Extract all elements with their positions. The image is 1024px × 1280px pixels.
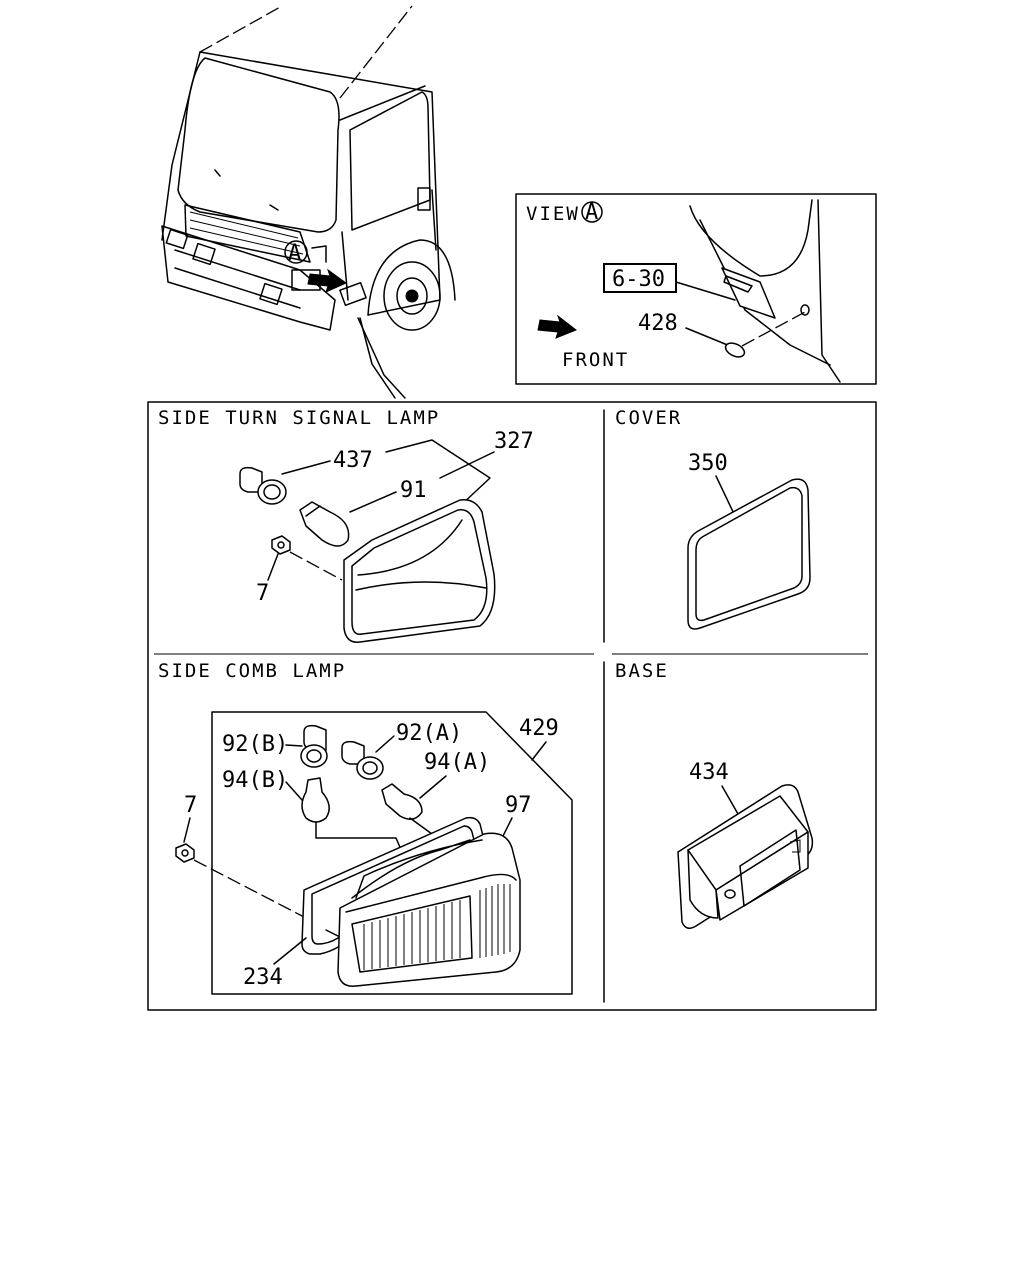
view-part-428: 428 xyxy=(638,311,678,336)
part-92a: 92(A) xyxy=(396,721,462,746)
part-434: 434 xyxy=(689,760,729,785)
side-comb-panel: SIDE COMB LAMP 92(B) 92(A) 429 94(B) 94(… xyxy=(158,660,573,995)
cover-title: COVER xyxy=(615,407,682,429)
view-title: VIEW xyxy=(526,203,580,225)
side-turn-signal-panel: SIDE TURN SIGNAL LAMP 437 327 91 7 xyxy=(158,407,534,643)
part-7-turn: 7 xyxy=(256,581,269,606)
part-350: 350 xyxy=(688,451,728,476)
cover-panel: COVER 350 xyxy=(615,407,811,630)
view-front-label: FRONT xyxy=(562,349,629,371)
base-title: BASE xyxy=(615,660,669,682)
part-94a: 94(A) xyxy=(424,750,490,775)
part-234: 234 xyxy=(243,965,283,990)
part-437: 437 xyxy=(333,448,373,473)
part-7-comb: 7 xyxy=(184,793,197,818)
part-94b: 94(B) xyxy=(222,768,288,793)
view-a-inset: VIEW A 6-30 428 FRONT xyxy=(515,193,877,385)
side-comb-title: SIDE COMB LAMP xyxy=(158,660,346,682)
truck-cab-illustration: A xyxy=(161,5,456,399)
part-91: 91 xyxy=(400,478,427,503)
truck-view-marker: A xyxy=(288,241,301,266)
part-429: 429 xyxy=(519,716,559,741)
lens-ribs xyxy=(363,884,511,970)
view-ref-box: 6-30 xyxy=(612,267,665,292)
side-turn-signal-title: SIDE TURN SIGNAL LAMP xyxy=(158,407,440,429)
part-97: 97 xyxy=(505,793,532,818)
part-92b: 92(B) xyxy=(222,732,288,757)
part-327: 327 xyxy=(494,429,534,454)
base-panel: BASE 434 xyxy=(615,660,814,929)
main-panel-frame xyxy=(147,401,877,1011)
view-marker: A xyxy=(585,200,598,225)
